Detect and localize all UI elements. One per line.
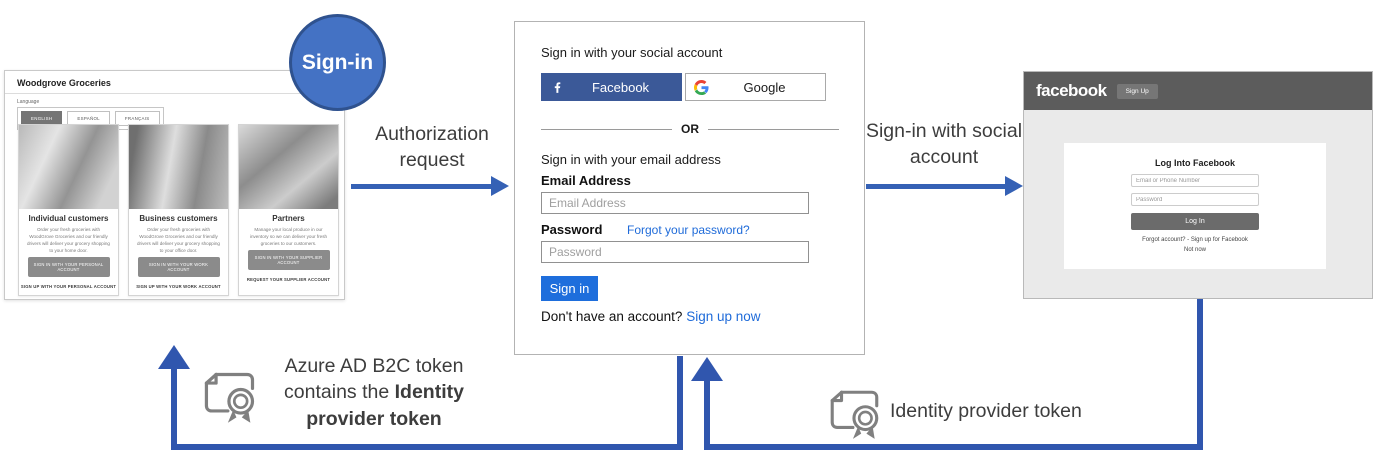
card-individual-customers: Individual customers Order your fresh gr… — [18, 124, 119, 296]
log-into-facebook-heading: Log Into Facebook — [1155, 158, 1235, 168]
business-customers-photo — [129, 125, 228, 209]
email-address-label: Email Address — [541, 173, 631, 188]
sign-in-work-account-button[interactable]: SIGN IN WITH YOUR WORK ACCOUNT — [137, 257, 220, 278]
social-account-heading: Sign in with your social account — [541, 45, 723, 60]
facebook-signup-button[interactable]: Sign Up — [1116, 83, 1158, 99]
authorization-request-arrow — [351, 184, 491, 189]
or-text: OR — [681, 122, 699, 136]
idp-token-label: Identity provider token — [890, 400, 1082, 422]
b2c-token-bold-text: Identity provider token — [306, 381, 464, 430]
card-title: Business customers — [139, 214, 218, 223]
facebook-password-input[interactable] — [1131, 193, 1259, 206]
sign-in-personal-account-button[interactable]: SIGN IN WITH YOUR PERSONAL ACCOUNT — [27, 257, 110, 278]
individual-customers-photo — [19, 125, 118, 209]
signin-social-label: Sign-in with social account — [865, 120, 1023, 168]
card-body: Manage your local produce in our invento… — [249, 227, 328, 247]
sign-up-personal-account-link[interactable]: SIGN UP WITH YOUR PERSONAL ACCOUNT — [20, 284, 117, 290]
b2c-token-connector-bottom — [171, 444, 683, 450]
card-title: Individual customers — [28, 214, 109, 223]
email-address-input[interactable] — [541, 192, 809, 214]
card-partners: Partners Manage your local produce in ou… — [238, 124, 339, 296]
token-certificate-icon — [204, 372, 255, 423]
right-arrowhead-icon — [1005, 176, 1023, 196]
facebook-signin-button[interactable]: Facebook — [541, 73, 682, 101]
google-icon — [686, 79, 716, 95]
card-body: Order your fresh groceries with WoodGrov… — [137, 227, 220, 254]
idp-token-connector-bottom — [704, 444, 1203, 450]
facebook-not-now-link[interactable]: Not now — [1183, 247, 1206, 253]
up-arrowhead-icon — [158, 345, 190, 369]
up-arrowhead-icon — [691, 357, 723, 381]
idp-token-connector-up — [704, 378, 710, 450]
forgot-password-link[interactable]: Forgot your password? — [627, 223, 750, 237]
sign-in-step-badge: Sign-in — [289, 14, 386, 111]
password-input[interactable] — [541, 241, 809, 263]
facebook-forgot-account-link[interactable]: Forgot account? - Sign up for Facebook — [1142, 237, 1248, 243]
sign-in-supplier-account-button[interactable]: SIGN IN WITH YOUR SUPPLIER ACCOUNT — [247, 250, 330, 271]
authorization-request-label: Authorization request — [375, 123, 489, 171]
facebook-icon — [542, 81, 572, 94]
request-supplier-account-link[interactable]: REQUEST YOUR SUPPLIER ACCOUNT — [246, 277, 331, 283]
signin-social-arrow — [866, 184, 1005, 189]
idp-token-connector-down — [1197, 299, 1203, 450]
card-title: Partners — [272, 214, 305, 223]
facebook-button-label: Facebook — [591, 79, 650, 95]
no-account-row: Don't have an account? Sign up now — [541, 309, 761, 324]
b2c-signin-page: Sign in with your social account Faceboo… — [514, 21, 865, 355]
woodgrove-site-title: Woodgrove Groceries — [5, 71, 344, 94]
facebook-login-window: facebook Sign Up Log Into Facebook Log I… — [1023, 71, 1373, 299]
right-arrowhead-icon — [491, 176, 509, 196]
google-signin-button[interactable]: Google — [685, 73, 826, 101]
google-button-label: Google — [743, 79, 786, 95]
password-label: Password — [541, 222, 603, 237]
divider-line — [708, 128, 839, 130]
token-certificate-icon — [830, 390, 879, 439]
sign-in-button[interactable]: Sign in — [541, 276, 598, 301]
no-account-text: Don't have an account? — [541, 309, 687, 324]
sign-up-now-link[interactable]: Sign up now — [686, 309, 761, 324]
b2c-token-connector-down — [677, 356, 683, 450]
facebook-login-button[interactable]: Log In — [1131, 213, 1259, 230]
facebook-email-input[interactable] — [1131, 174, 1259, 187]
or-divider: OR — [541, 122, 839, 136]
facebook-header-bar: facebook Sign Up — [1024, 72, 1372, 110]
divider-line — [541, 128, 672, 130]
card-business-customers: Business customers Order your fresh groc… — [128, 124, 229, 296]
partners-photo — [239, 125, 338, 209]
customer-cards: Individual customers Order your fresh gr… — [18, 124, 339, 296]
language-label: Language — [17, 99, 40, 105]
b2c-token-label: Azure AD B2C token contains the Identity… — [265, 353, 483, 432]
b2c-token-connector-up — [171, 366, 177, 450]
sign-up-work-account-link[interactable]: SIGN UP WITH YOUR WORK ACCOUNT — [136, 284, 221, 290]
woodgrove-site-window: Woodgrove Groceries Language ENGLISH ESP… — [4, 70, 345, 300]
facebook-logo: facebook — [1036, 81, 1107, 100]
email-signin-heading: Sign in with your email address — [541, 152, 721, 167]
facebook-login-card: Log Into Facebook Log In Forgot account?… — [1064, 143, 1326, 269]
card-body: Order your fresh groceries with WoodGrov… — [27, 227, 110, 254]
b2c-token-text: Azure AD B2C token contains the — [284, 355, 464, 404]
